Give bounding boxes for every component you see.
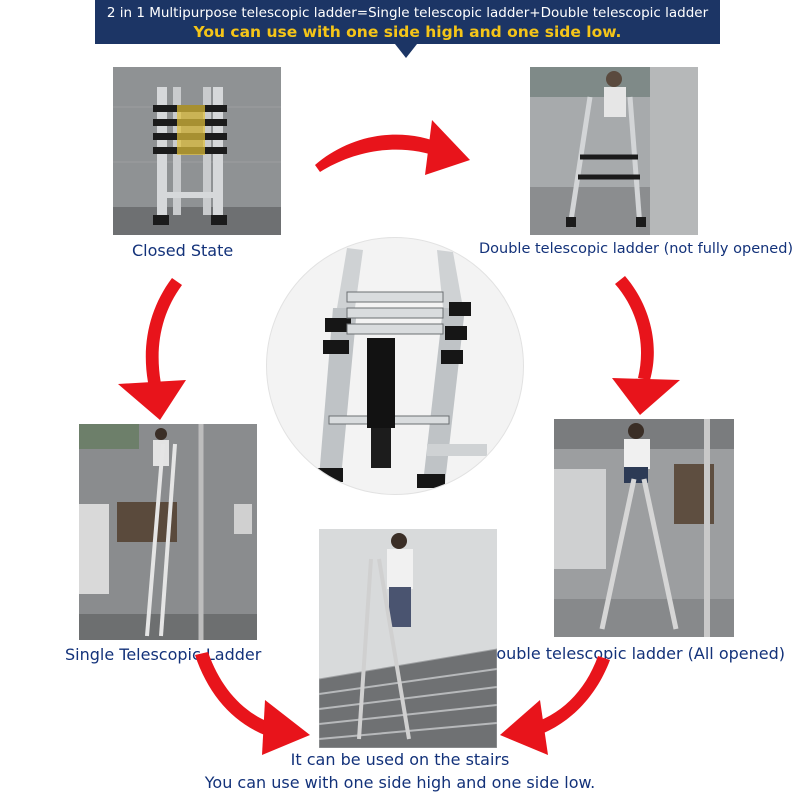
arrow-top <box>315 120 470 175</box>
stairs-photo <box>319 529 497 748</box>
arrow-left <box>118 278 186 420</box>
arrow-right <box>612 276 680 415</box>
header-banner <box>95 0 720 44</box>
double-ladder-full-photo <box>554 419 734 637</box>
caption-closed-state: Closed State <box>132 241 234 260</box>
single-ladder-photo <box>79 424 257 640</box>
caption-single-ladder: Single Telescopic Ladder <box>65 645 262 664</box>
banner-pointer <box>395 44 417 58</box>
double-ladder-partial-photo <box>530 67 698 235</box>
caption-stairs: It can be used on the stairs <box>290 750 510 769</box>
caption-double-partial: Double telescopic ladder (not fully open… <box>479 241 794 257</box>
center-ladder-circle <box>266 237 524 495</box>
caption-stairs-subtitle: You can use with one side high and one s… <box>204 773 596 792</box>
arrow-bottom-left <box>195 652 310 755</box>
banner-subtitle: You can use with one side high and one s… <box>193 23 622 41</box>
caption-double-full: Double telescopic ladder (All opened) <box>484 644 785 663</box>
banner-title: 2 in 1 Multipurpose telescopic ladder=Si… <box>106 5 709 21</box>
closed-state-photo <box>113 67 281 235</box>
arrow-bottom-right <box>500 656 610 755</box>
